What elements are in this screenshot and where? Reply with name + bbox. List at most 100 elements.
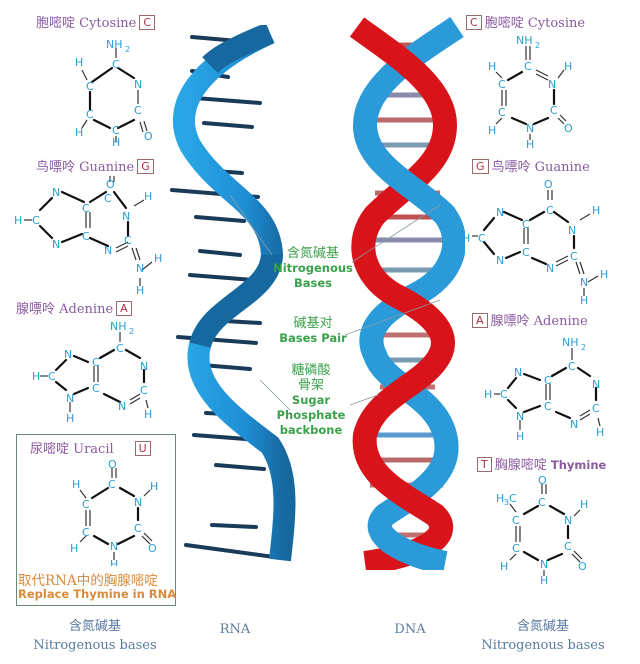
svg-text:N: N [122, 210, 130, 223]
svg-text:H: H [112, 136, 120, 146]
svg-text:C: C [478, 232, 486, 245]
svg-text:H: H [488, 124, 496, 137]
svg-text:C: C [134, 522, 142, 535]
svg-text:H: H [540, 574, 548, 586]
footer-dna-label: DNA [394, 622, 426, 637]
svg-text:C: C [522, 246, 530, 259]
svg-text:N: N [516, 410, 524, 423]
svg-text:H: H [526, 138, 534, 149]
svg-text:H: H [154, 252, 162, 265]
guanine-left-letter-badge: G [137, 159, 154, 174]
uracil-label: 尿嘧啶 Uracil [30, 442, 114, 457]
thymine-label-cn: 胸腺嘧啶 [494, 458, 547, 473]
svg-text:H: H [144, 408, 152, 421]
svg-text:C: C [108, 478, 116, 491]
svg-text:N: N [496, 206, 504, 219]
guanine-right-structure: O C N H C N C C N C N H N H H [462, 180, 608, 305]
svg-text:H: H [500, 560, 508, 573]
svg-text:C: C [86, 80, 94, 93]
svg-text:NH: NH [106, 38, 123, 51]
svg-text:O: O [538, 474, 547, 487]
svg-text:C: C [112, 58, 120, 71]
callout-nitrogenous-bases-cn: 含氮碱基 [286, 246, 339, 261]
footer-right-cn: 含氮碱基 [516, 619, 569, 634]
svg-text:N: N [540, 558, 548, 571]
callout-backbone-en1: Sugar [291, 393, 331, 407]
uracil-highlight-box [16, 434, 176, 606]
svg-text:N: N [568, 224, 576, 237]
svg-text:N: N [64, 348, 72, 361]
guanine-right-label: 鸟嘌呤 Guanine [491, 160, 590, 175]
cytosine-left-label: 胞嘧啶 Cytosine [36, 16, 137, 31]
svg-text:C: C [86, 108, 94, 121]
svg-text:NH: NH [516, 34, 533, 47]
svg-text:N: N [134, 496, 142, 509]
svg-text:H: H [564, 60, 572, 73]
footer-right-en: Nitrogenous bases [481, 638, 605, 653]
svg-text:N: N [526, 122, 534, 135]
svg-text:C: C [522, 218, 530, 231]
thymine-letter-badge: T [477, 457, 492, 472]
svg-text:O: O [106, 178, 115, 191]
dna-helix [349, 17, 465, 570]
svg-text:O: O [148, 542, 157, 555]
svg-text:C: C [134, 104, 142, 117]
footer-left-en: Nitrogenous bases [33, 638, 157, 653]
svg-text:H: H [32, 370, 40, 383]
svg-text:N: N [66, 392, 74, 405]
svg-text:C: C [116, 342, 124, 355]
svg-text:H: H [516, 430, 524, 443]
uracil-structure: O C N H C O N H C C H H [70, 458, 158, 566]
svg-text:H: H [136, 284, 144, 296]
svg-text:C: C [544, 374, 552, 387]
footer-rna-label: RNA [219, 622, 251, 637]
svg-text:C: C [104, 192, 112, 205]
svg-text:H: H [596, 426, 604, 439]
footer-left-nitrogenous-bases: 含氮碱基 Nitrogenous bases [20, 617, 170, 655]
svg-text:N: N [104, 244, 112, 257]
svg-text:NH: NH [562, 336, 579, 349]
svg-text:H: H [66, 412, 74, 425]
adenine-left-label: 腺嘌呤 Adenine [16, 302, 114, 317]
svg-text:H: H [75, 126, 83, 139]
svg-text:C: C [592, 402, 600, 415]
svg-text:H: H [110, 558, 118, 566]
svg-text:N: N [580, 276, 588, 289]
uracil-note-cn: 取代RNA中的胸腺嘧啶 [18, 573, 158, 589]
svg-text:2: 2 [125, 45, 130, 54]
svg-text:H: H [75, 56, 83, 69]
svg-text:N: N [570, 418, 578, 431]
svg-text:C: C [512, 542, 520, 555]
svg-text:H: H [72, 478, 80, 491]
callout-backbone-en2: Phosphate [276, 408, 346, 422]
svg-text:C: C [546, 204, 554, 217]
callout-bases-pair: 碱基对 Bases Pair [268, 316, 358, 346]
svg-text:H: H [580, 498, 588, 511]
callout-bases-pair-cn: 碱基对 [293, 316, 333, 331]
svg-text:H: H [150, 480, 158, 493]
svg-text:O: O [578, 560, 587, 573]
svg-text:C: C [498, 78, 506, 91]
guanine-left-structure: O C N H C N C C N C N H N H H [14, 176, 162, 296]
svg-text:N: N [134, 78, 142, 91]
svg-text:H: H [462, 232, 470, 245]
svg-text:N: N [546, 262, 554, 275]
svg-text:C: C [82, 202, 90, 215]
svg-text:C: C [544, 400, 552, 413]
guanine-left-label: 鸟嘌呤 Guanine [36, 160, 135, 175]
svg-text:H: H [592, 204, 600, 217]
adenine-right-label: 腺嘌呤 Adenine [490, 314, 588, 329]
svg-text:C: C [568, 360, 576, 373]
cytosine-right-letter-badge: C [466, 15, 482, 30]
callout-bases-pair-en: Bases Pair [279, 331, 347, 345]
svg-text:2: 2 [129, 327, 134, 336]
adenine-left-letter-badge: A [116, 301, 132, 316]
guanine-right-letter-badge: G [472, 159, 489, 174]
